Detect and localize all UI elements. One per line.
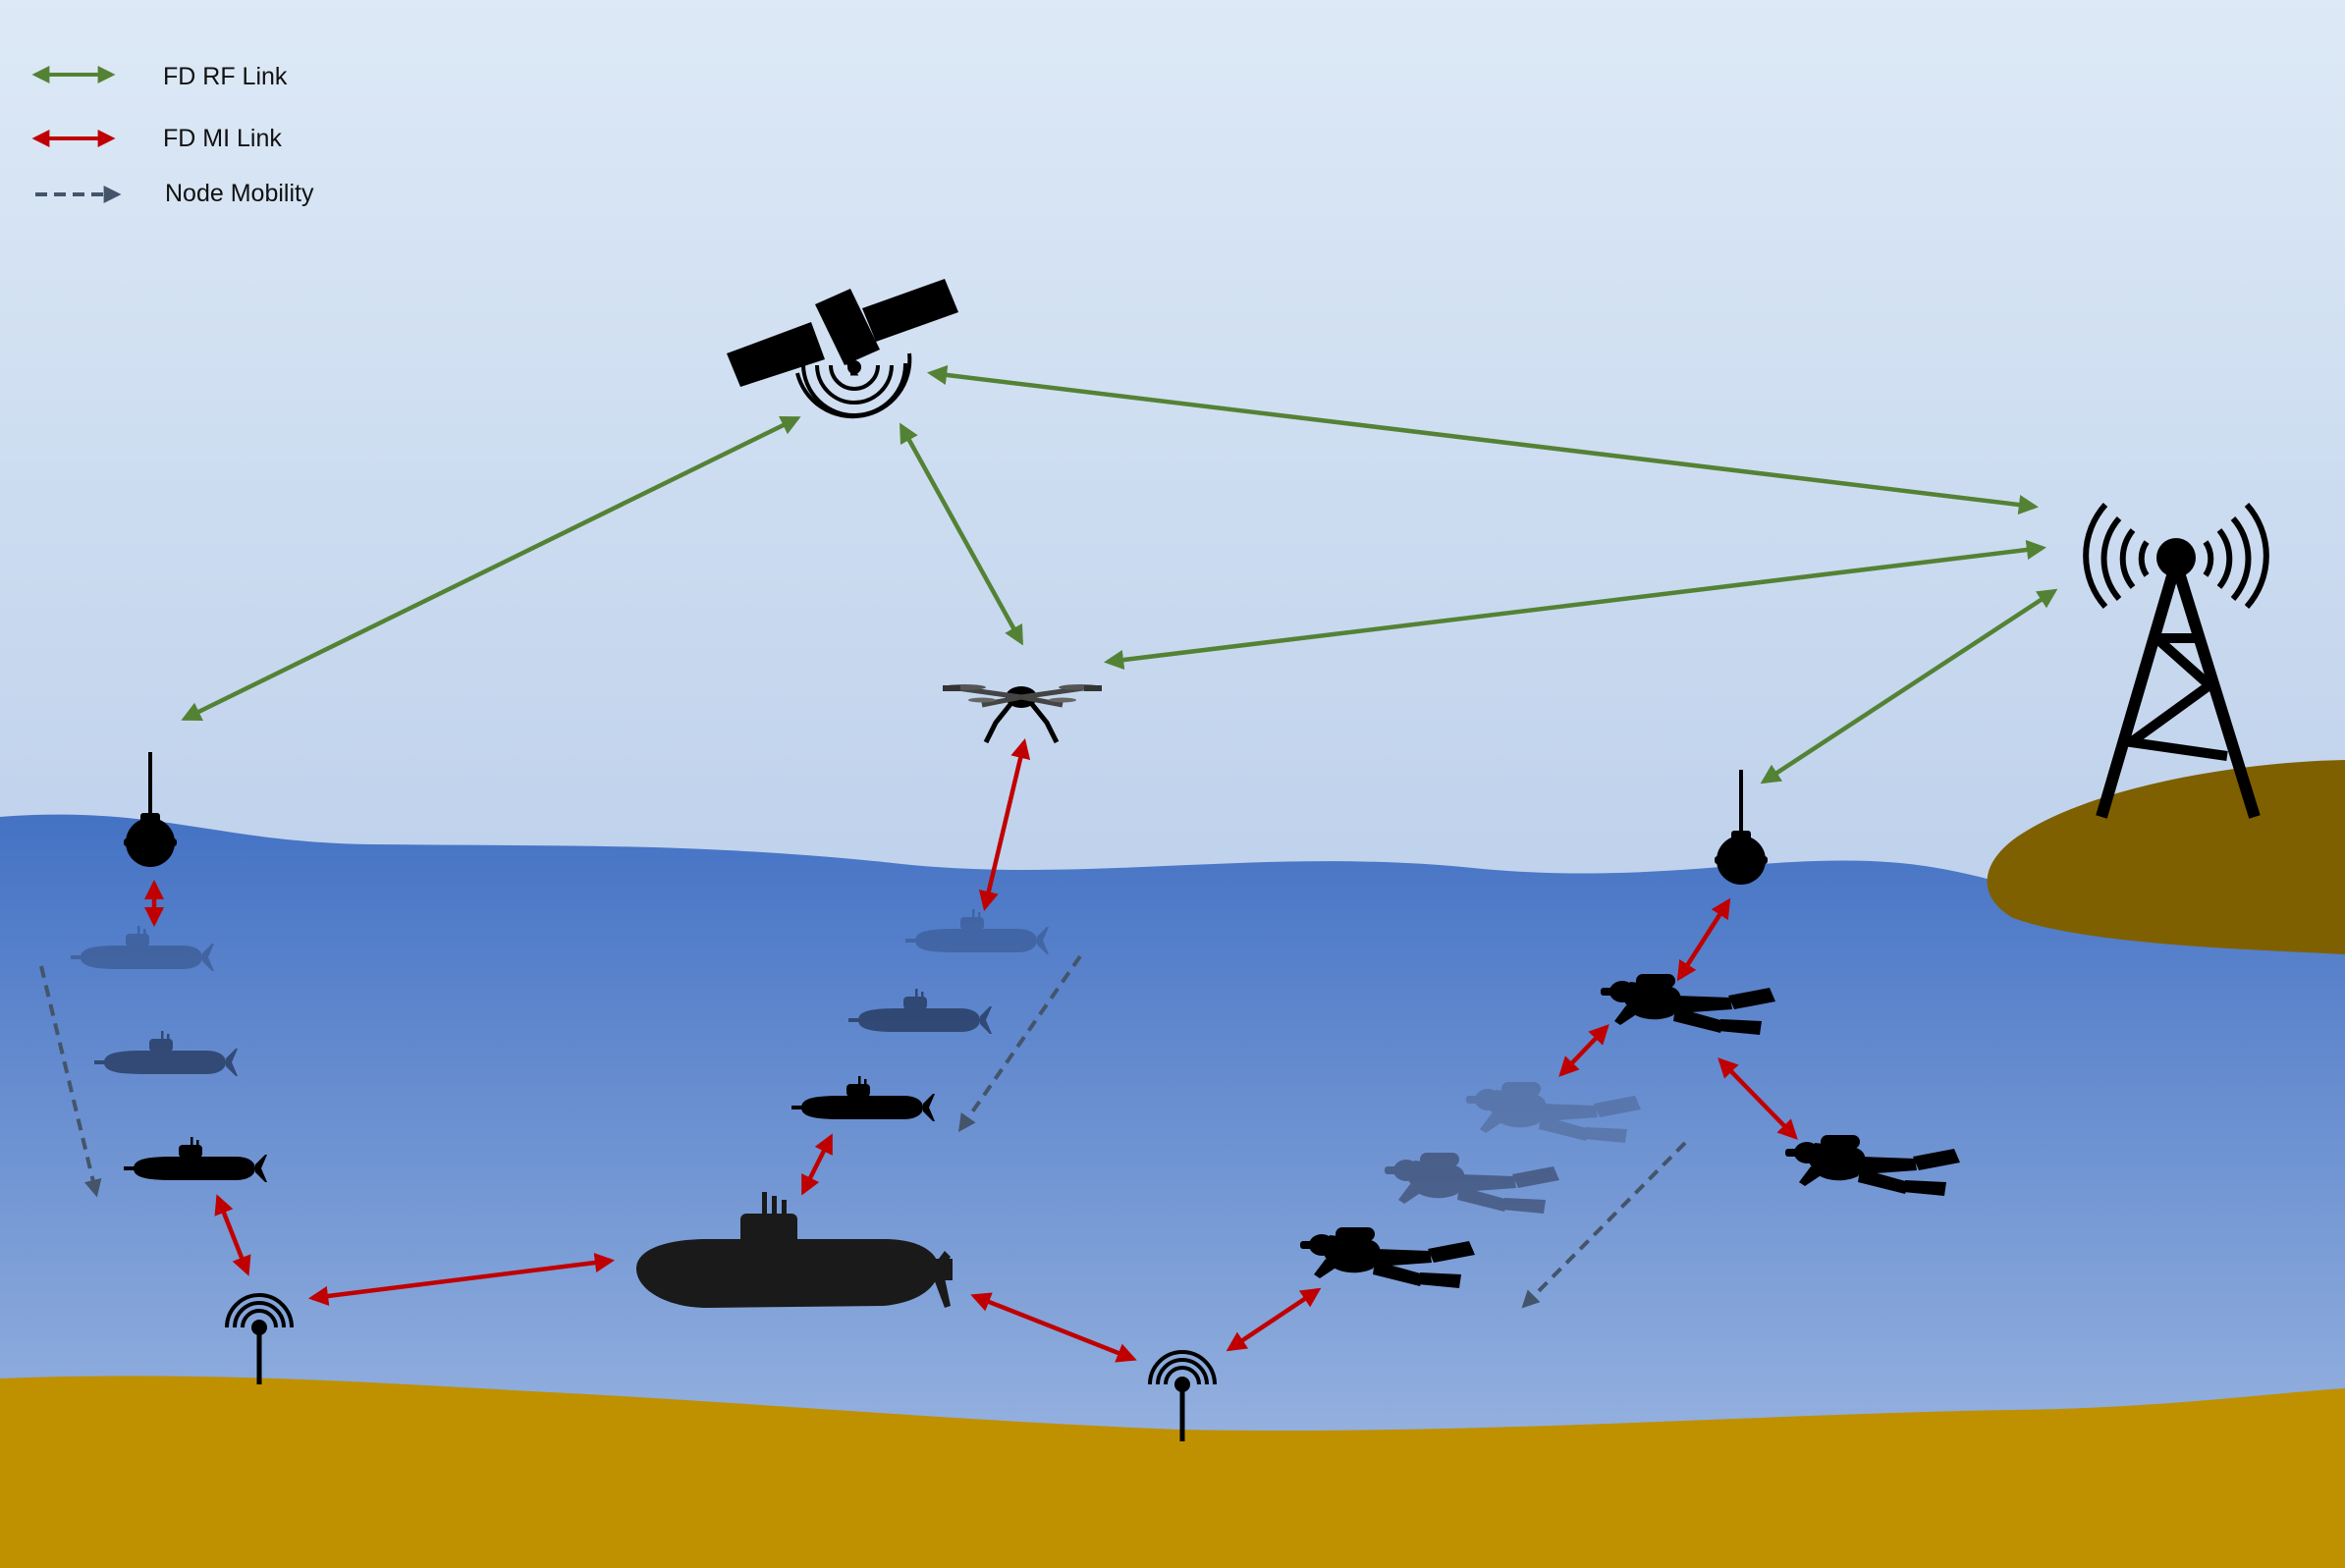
mobility-arrows — [39, 954, 1687, 1309]
submarine-icon — [636, 1192, 953, 1308]
seabed — [0, 1376, 2345, 1568]
satellite-icon — [727, 279, 958, 419]
legend-mobility-label: Node Mobility — [165, 180, 314, 207]
mi-links — [143, 738, 1798, 1363]
cell-tower-icon — [2083, 503, 2269, 819]
legend: FD RF Link FD MI Link Node Mobility — [31, 63, 314, 207]
legend-mi-label: FD MI Link — [163, 125, 282, 152]
rf-links — [181, 364, 2058, 784]
legend-rf-label: FD RF Link — [163, 63, 288, 90]
quadcopter-icon — [943, 684, 1102, 744]
